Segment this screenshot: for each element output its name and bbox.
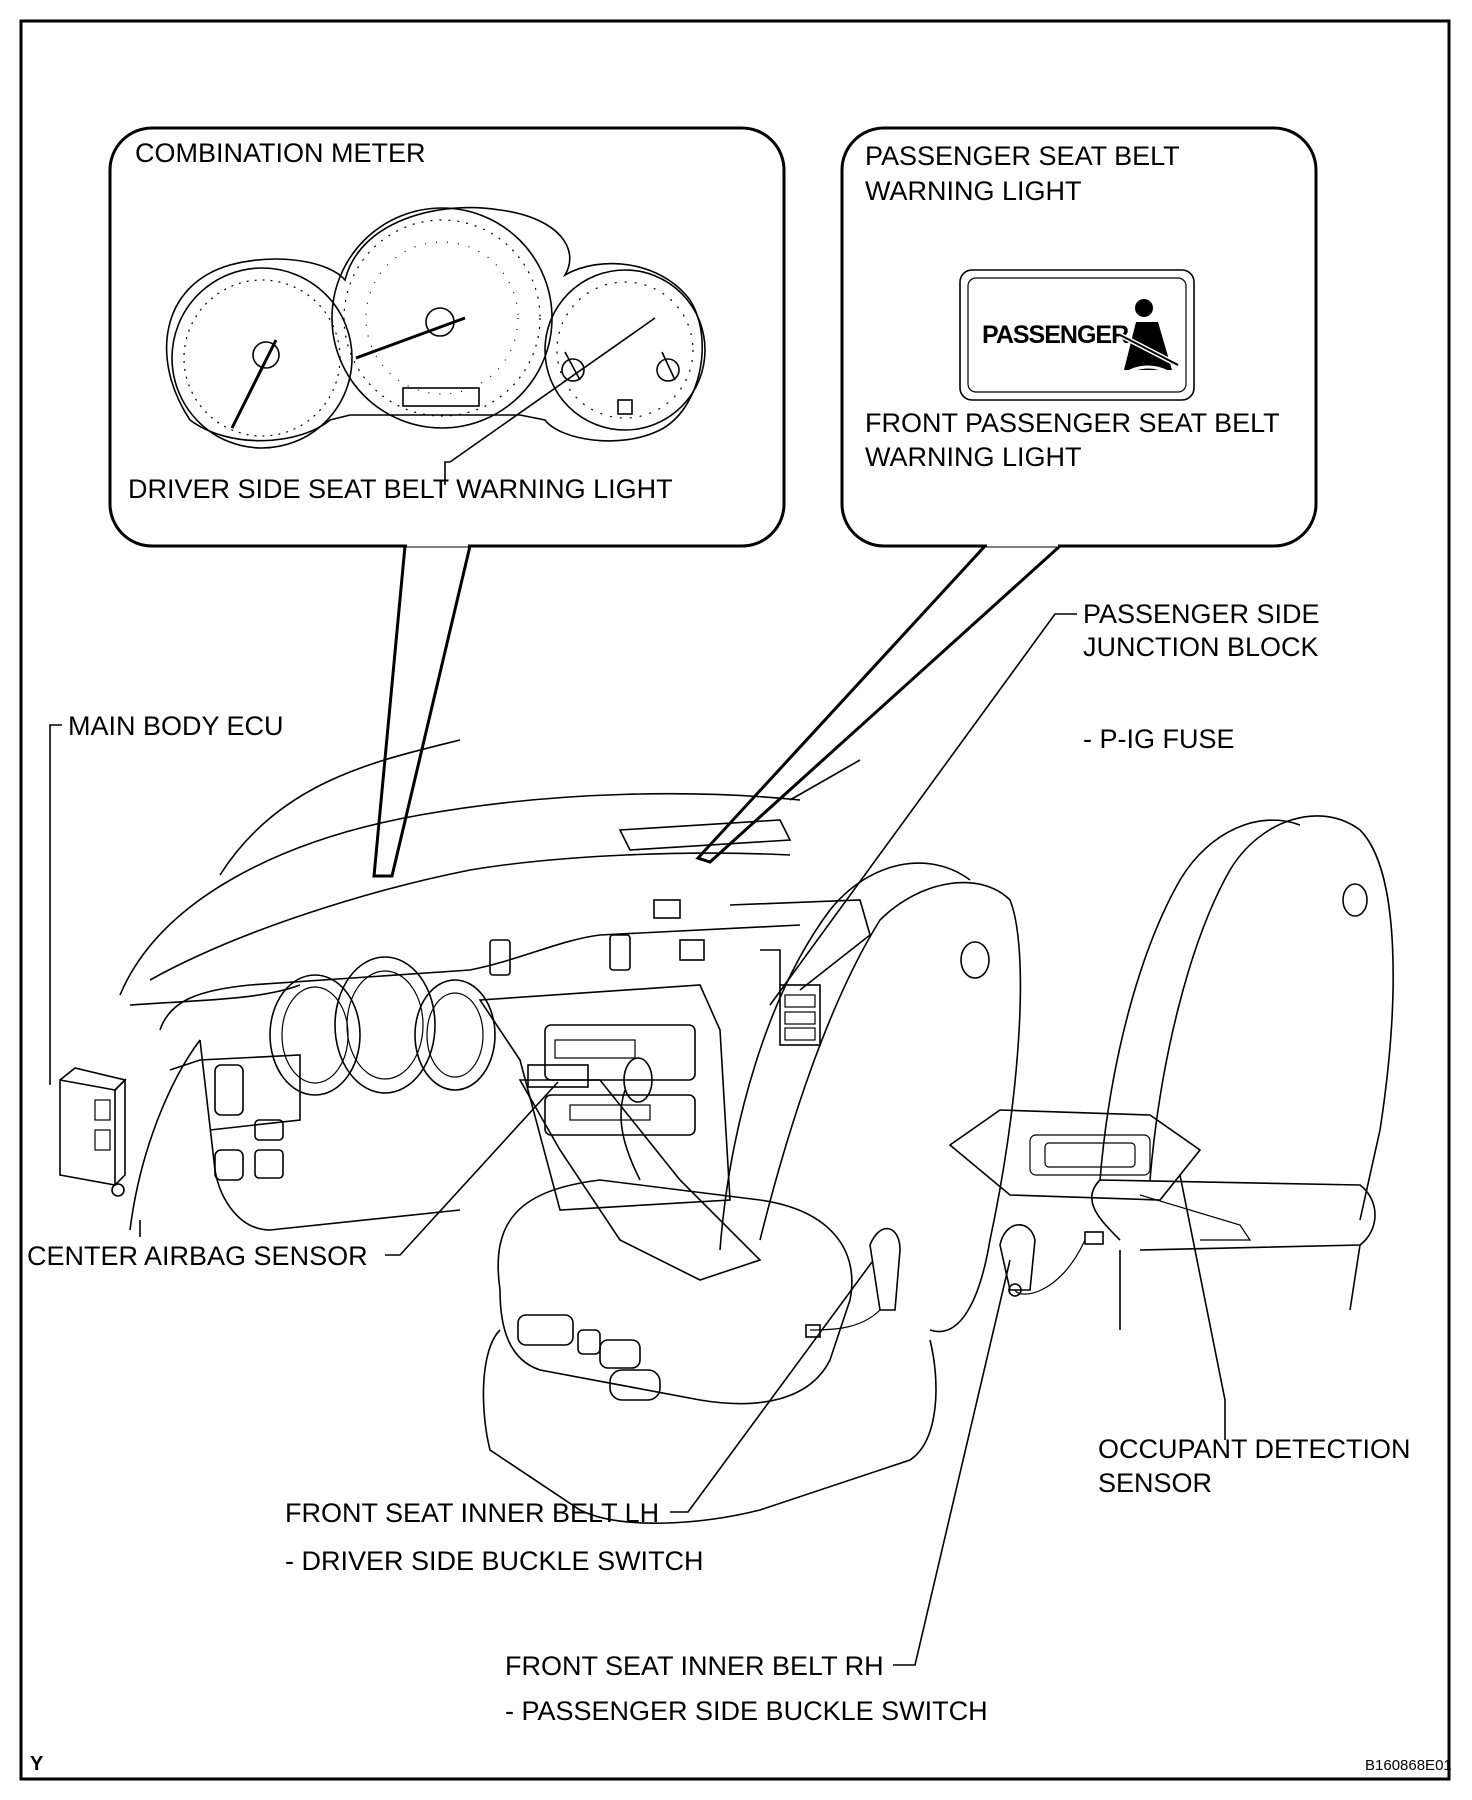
pig-fuse-label: - P-IG FUSE xyxy=(1083,724,1235,754)
passenger-seat-drawing xyxy=(948,815,1394,1330)
passenger-warning-box xyxy=(840,126,1318,548)
passenger-warning-title-1: PASSENGER SEAT BELT xyxy=(865,141,1180,171)
figure-id: B160868E01 xyxy=(1365,1757,1452,1774)
driver-seat-drawing xyxy=(482,862,1022,1524)
dash-meter-right xyxy=(414,979,496,1091)
passenger-warning-callout: PASSENGER SEAT BELT WARNING LIGHT PASSEN… xyxy=(695,126,1318,864)
passenger-badge-text: PASSENGER xyxy=(982,321,1129,349)
component-labels: PASSENGER SIDE JUNCTION BLOCK - P-IG FUS… xyxy=(27,599,1411,1726)
passenger-buckle-label: - PASSENGER SIDE BUCKLE SWITCH xyxy=(505,1696,988,1726)
passenger-junction-block xyxy=(760,949,821,1046)
passenger-junction-label-1: PASSENGER SIDE xyxy=(1083,599,1320,629)
front-passenger-warning-2: WARNING LIGHT xyxy=(865,442,1082,472)
front-belt-lh-label: FRONT SEAT INNER BELT LH xyxy=(285,1498,659,1528)
driver-warning-light-label: DRIVER SIDE SEAT BELT WARNING LIGHT xyxy=(128,474,673,504)
tachometer-gauge xyxy=(171,267,353,449)
dash-meter-left xyxy=(269,974,361,1096)
shift-knob xyxy=(623,1057,653,1103)
combination-meter-label: COMBINATION METER xyxy=(135,138,426,168)
fuel-temp-gauge xyxy=(544,269,706,431)
front-passenger-warning-1: FRONT PASSENGER SEAT BELT xyxy=(865,408,1280,438)
meter-cluster-drawing xyxy=(165,206,706,485)
leader-lines xyxy=(49,613,1226,1666)
dash-meter-center xyxy=(334,956,436,1094)
passenger-badge-outer xyxy=(959,269,1195,401)
passenger-warning-title-2: WARNING LIGHT xyxy=(865,176,1082,206)
passenger-warning-light-location xyxy=(653,899,681,919)
driver-buckle-label: - DRIVER SIDE BUCKLE SWITCH xyxy=(285,1546,704,1576)
occupant-sensor-label-2: SENSOR xyxy=(1098,1468,1212,1498)
occupant-sensor-label-1: OCCUPANT DETECTION xyxy=(1098,1434,1411,1464)
audio-unit xyxy=(544,1024,696,1081)
occupant-detection-sensor-part xyxy=(948,1109,1252,1245)
odometer-display xyxy=(402,387,480,407)
seat-belt-icon xyxy=(1118,299,1180,374)
center-airbag-sensor-location xyxy=(527,1064,589,1088)
passenger-badge-inner xyxy=(967,277,1187,393)
main-body-ecu-label: MAIN BODY ECU xyxy=(68,711,284,741)
main-body-ecu-part xyxy=(59,1067,127,1197)
center-airbag-sensor-label: CENTER AIRBAG SENSOR xyxy=(27,1241,368,1271)
passenger-junction-label-2: JUNCTION BLOCK xyxy=(1083,632,1319,662)
corner-code: Y xyxy=(30,1753,44,1775)
front-belt-rh-label: FRONT SEAT INNER BELT RH xyxy=(505,1651,884,1681)
combination-meter-callout: COMBINATION METER xyxy=(108,126,786,878)
outer-frame xyxy=(19,19,1451,1781)
vehicle-interior-drawing xyxy=(59,739,1394,1524)
